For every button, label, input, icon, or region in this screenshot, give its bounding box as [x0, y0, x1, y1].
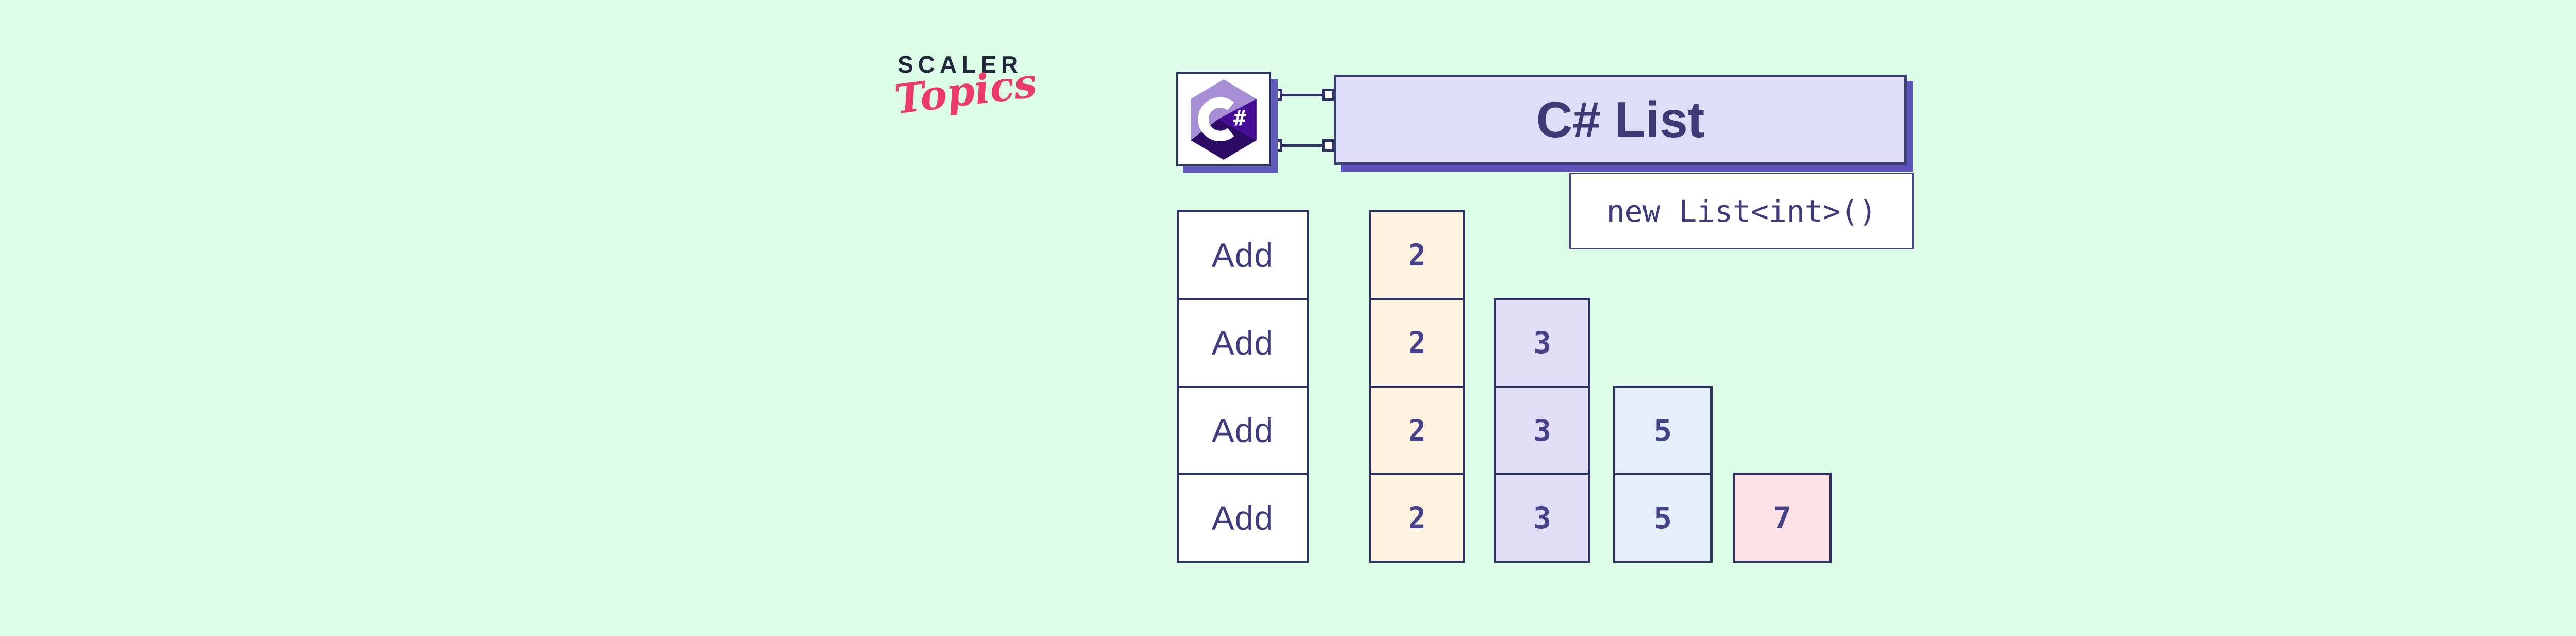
code-label-box: new List<int>()	[1569, 173, 1914, 249]
list-cell: 2	[1369, 298, 1465, 388]
list-cell: 3	[1494, 473, 1590, 563]
list-cell: 2	[1369, 473, 1465, 563]
csharp-logo-chip: #	[1176, 72, 1271, 166]
title-box: C# List	[1334, 75, 1907, 165]
list-cell: 5	[1613, 473, 1713, 563]
add-button: Add	[1177, 298, 1309, 388]
connector-pin-title-bottom	[1322, 139, 1335, 152]
svg-text:#: #	[1233, 106, 1246, 130]
connector-pin-icon-top	[1269, 89, 1282, 101]
connector-line-top	[1277, 94, 1329, 96]
add-button: Add	[1177, 210, 1309, 300]
list-cell: 2	[1369, 386, 1465, 475]
list-cell: 2	[1369, 210, 1465, 300]
connector-pin-title-top	[1322, 89, 1335, 101]
brand-logo-scaler: SCALER	[897, 51, 1023, 78]
list-cell: 3	[1494, 386, 1590, 475]
csharp-logo-icon: #	[1191, 79, 1257, 160]
list-cell: 7	[1733, 473, 1832, 563]
connector-pin-icon-bottom	[1269, 139, 1282, 152]
add-button: Add	[1177, 386, 1309, 475]
code-label: new List<int>()	[1606, 193, 1877, 229]
list-cell: 5	[1613, 386, 1713, 475]
brand-logo: SCALER Topics	[892, 51, 1052, 124]
connector-line-bottom	[1277, 144, 1329, 147]
page-title: C# List	[1536, 91, 1705, 148]
add-button: Add	[1177, 473, 1309, 563]
list-cell: 3	[1494, 298, 1590, 388]
